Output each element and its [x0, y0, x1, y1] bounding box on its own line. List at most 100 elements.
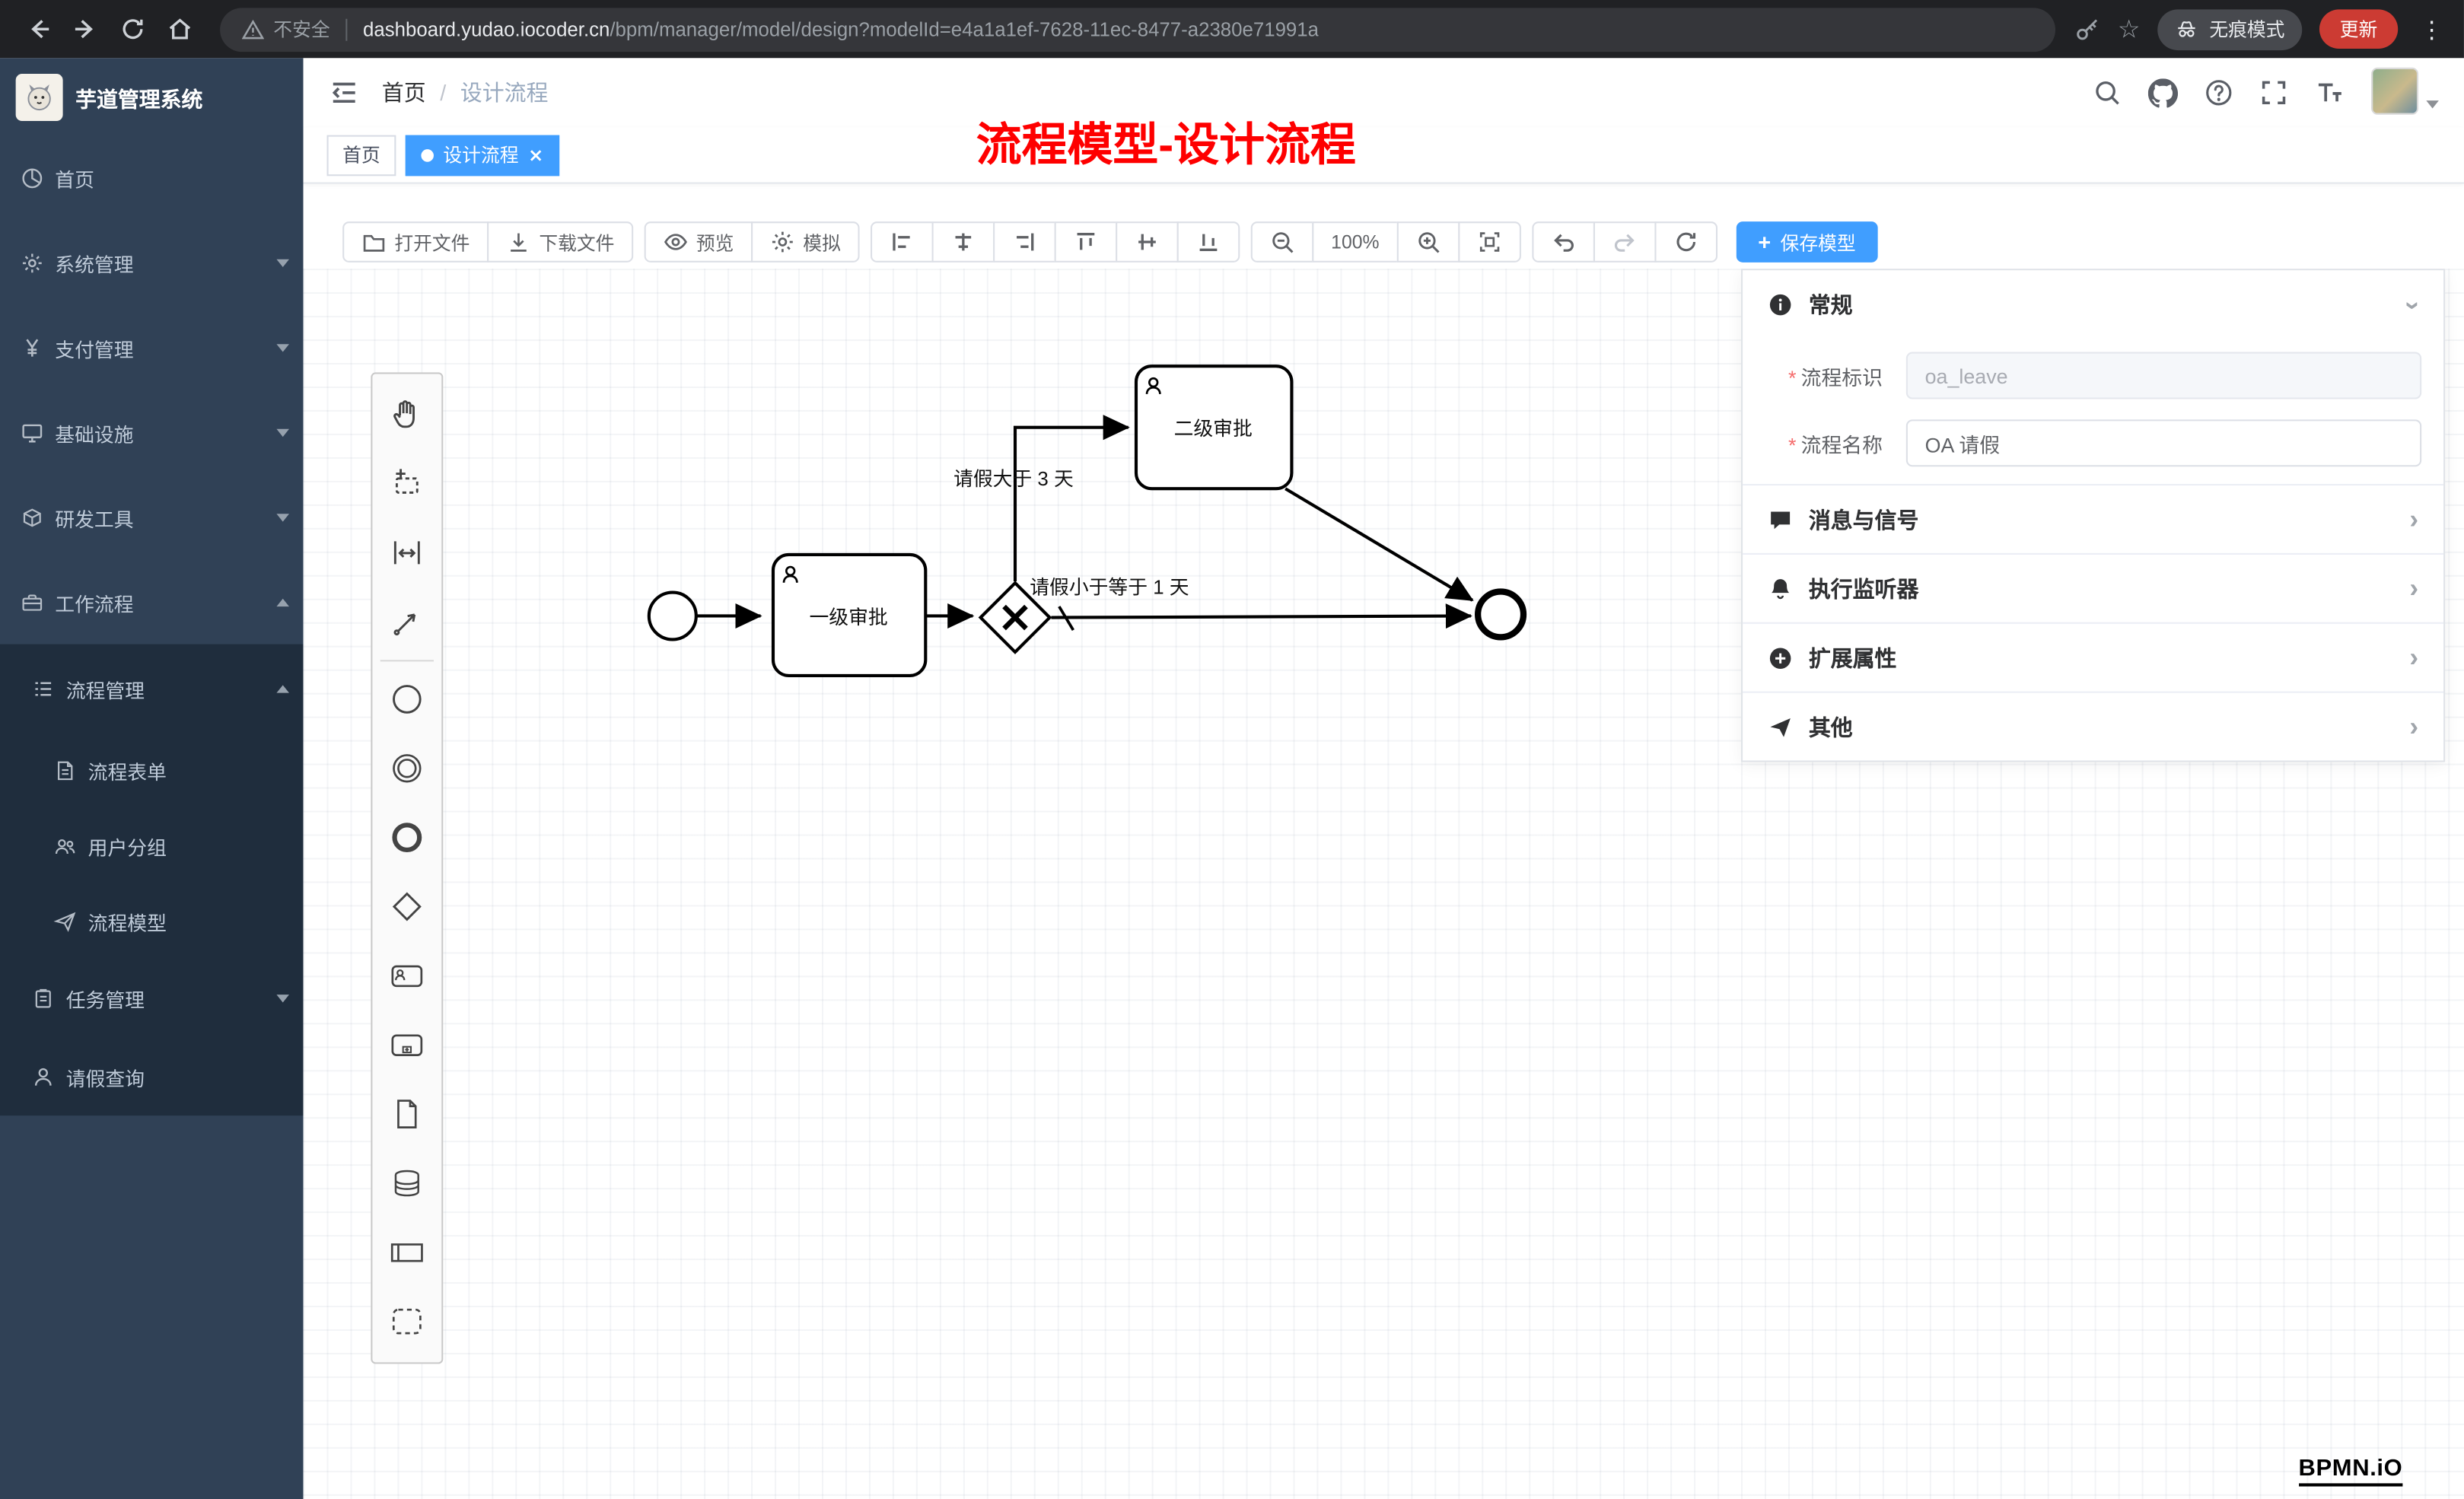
sidebar-item-devtools[interactable]: 研发工具 [0, 475, 304, 560]
section-other[interactable]: 其他 › [1743, 691, 2444, 761]
general-form: *流程标识 *流程名称 [1743, 339, 2443, 484]
paper-plane-icon [53, 909, 77, 933]
zoom-level-button[interactable]: 100% [1312, 221, 1399, 263]
end-event[interactable] [1475, 588, 1527, 641]
align-left-button[interactable] [871, 221, 934, 263]
avatar[interactable] [2371, 67, 2419, 115]
monitor-icon [21, 420, 44, 444]
zoom-reset-button[interactable] [1457, 221, 1521, 263]
sidebar-item-user-group[interactable]: 用户分组 [0, 807, 304, 883]
create-data-store[interactable] [372, 1149, 441, 1218]
align-center-button[interactable] [931, 221, 995, 263]
section-general[interactable]: 常规 › [1743, 270, 2443, 339]
process-key-input[interactable] [1905, 352, 2422, 399]
task1-shape[interactable] [771, 552, 928, 678]
forward-button[interactable] [63, 7, 107, 51]
create-subprocess[interactable] [372, 1010, 441, 1080]
task2-shape[interactable] [1134, 364, 1294, 491]
search-icon[interactable] [2093, 78, 2122, 107]
align-left-icon [893, 233, 910, 251]
align-bottom-button[interactable] [1176, 221, 1240, 263]
close-icon[interactable] [528, 147, 544, 163]
redo-button[interactable] [1593, 221, 1657, 263]
redo-icon [1614, 234, 1635, 252]
sidebar-item-infra[interactable]: 基础设施 [0, 390, 304, 475]
sidebar-item-label: 工作流程 [55, 593, 134, 616]
sidebar-item-process-form[interactable]: 流程表单 [0, 732, 304, 807]
chevron-down-icon [276, 428, 289, 437]
create-participant[interactable] [372, 1217, 441, 1287]
password-key-icon[interactable] [2074, 16, 2100, 43]
lasso-tool[interactable] [372, 450, 441, 519]
bookmark-star-icon[interactable]: ☆ [2117, 16, 2141, 43]
user-task-level1[interactable]: 一级审批 [771, 552, 928, 678]
align-right-button[interactable] [993, 221, 1056, 263]
sidebar-item-home[interactable]: 首页 [0, 135, 304, 221]
flow-label-gt3: 请假大于 3 天 [953, 468, 1074, 490]
create-user-task[interactable] [372, 941, 441, 1010]
open-file-button[interactable]: 打开文件 [342, 221, 489, 263]
bpmn-io-watermark[interactable]: BPMN.iO [2298, 1455, 2403, 1487]
download-file-button[interactable]: 下载文件 [487, 221, 634, 263]
bpmn-canvas-area[interactable]: 请假大于 3 天 请假小于等于 1 天 一级审批 [303, 269, 2464, 1499]
help-icon[interactable] [2205, 78, 2233, 107]
section-message-signal[interactable]: 消息与信号 › [1743, 484, 2444, 553]
sidebar-item-task-management[interactable]: 任务管理 [0, 959, 304, 1037]
breadcrumb-home[interactable]: 首页 [381, 80, 426, 106]
start-event[interactable] [647, 590, 698, 641]
create-data-object[interactable] [372, 1080, 441, 1149]
create-group[interactable] [372, 1287, 441, 1356]
create-end-event[interactable] [372, 803, 441, 872]
section-extended-properties[interactable]: 扩展属性 › [1743, 622, 2444, 692]
default-flow-marker [1058, 606, 1074, 632]
sidebar-item-payment[interactable]: 支付管理 [0, 305, 304, 390]
task1-label: 一级审批 [809, 606, 887, 629]
chrome-menu-icon[interactable]: ⋮ [2420, 16, 2444, 43]
exclusive-gateway[interactable] [978, 581, 1052, 654]
user-menu[interactable] [2371, 67, 2439, 118]
sidebar-item-process-management[interactable]: 流程管理 [0, 644, 304, 733]
header-actions [2093, 67, 2439, 118]
save-model-button[interactable]: + 保存模型 [1736, 221, 1878, 263]
address-bar[interactable]: 不安全 dashboard.yudao.iocoder.cn/bpm/manag… [220, 7, 2055, 52]
flow-gateway-to-end[interactable] [1051, 603, 1472, 629]
font-size-icon[interactable] [2315, 78, 2345, 107]
create-gateway[interactable] [372, 872, 441, 941]
zoom-out-button[interactable] [1250, 221, 1314, 263]
tab-home[interactable]: 首页 [326, 134, 396, 176]
github-icon[interactable] [2147, 78, 2179, 107]
security-indicator[interactable]: 不安全 [242, 16, 330, 43]
align-top-button[interactable] [1054, 221, 1118, 263]
reload-button[interactable] [110, 7, 154, 51]
person-icon [31, 1065, 55, 1088]
fullscreen-icon[interactable] [2259, 78, 2287, 107]
space-tool[interactable] [372, 518, 441, 587]
undo-button[interactable] [1531, 221, 1595, 263]
simulate-button[interactable]: 模拟 [751, 221, 860, 263]
sidebar-item-workflow[interactable]: 工作流程 [0, 559, 304, 644]
home-button[interactable] [158, 7, 202, 51]
align-middle-button[interactable] [1116, 221, 1179, 263]
hand-tool[interactable] [372, 380, 441, 450]
section-execution-listener[interactable]: 执行监听器 › [1743, 552, 2444, 622]
sidebar-item-process-model[interactable]: 流程模型 [0, 883, 304, 959]
collapse-sidebar-icon[interactable] [329, 77, 360, 108]
zoom-in-button[interactable] [1396, 221, 1460, 263]
tab-design-process[interactable]: 设计流程 [405, 134, 560, 176]
restart-button[interactable] [1654, 221, 1717, 263]
process-name-input[interactable] [1905, 419, 2422, 467]
bpmn-diagram[interactable]: 请假大于 3 天 请假小于等于 1 天 一级审批 [304, 269, 2464, 1499]
flow-gateway-to-task2[interactable] [1013, 415, 1130, 582]
sidebar-item-leave-query[interactable]: 请假查询 [0, 1037, 304, 1115]
create-intermediate-event[interactable] [372, 734, 441, 803]
global-connect-tool[interactable] [372, 587, 441, 657]
chrome-update-button[interactable]: 更新 [2319, 9, 2399, 49]
breadcrumb-separator: / [440, 80, 447, 106]
flow-task2-to-end[interactable] [1285, 487, 1474, 602]
create-start-event[interactable] [372, 664, 441, 734]
user-task-level2[interactable]: 二级审批 [1134, 364, 1294, 491]
sidebar-item-system[interactable]: 系统管理 [0, 220, 304, 305]
preview-button[interactable]: 预览 [644, 221, 753, 263]
back-button[interactable] [16, 7, 60, 51]
app-logo-area[interactable]: 芋道管理系统 [0, 58, 304, 135]
